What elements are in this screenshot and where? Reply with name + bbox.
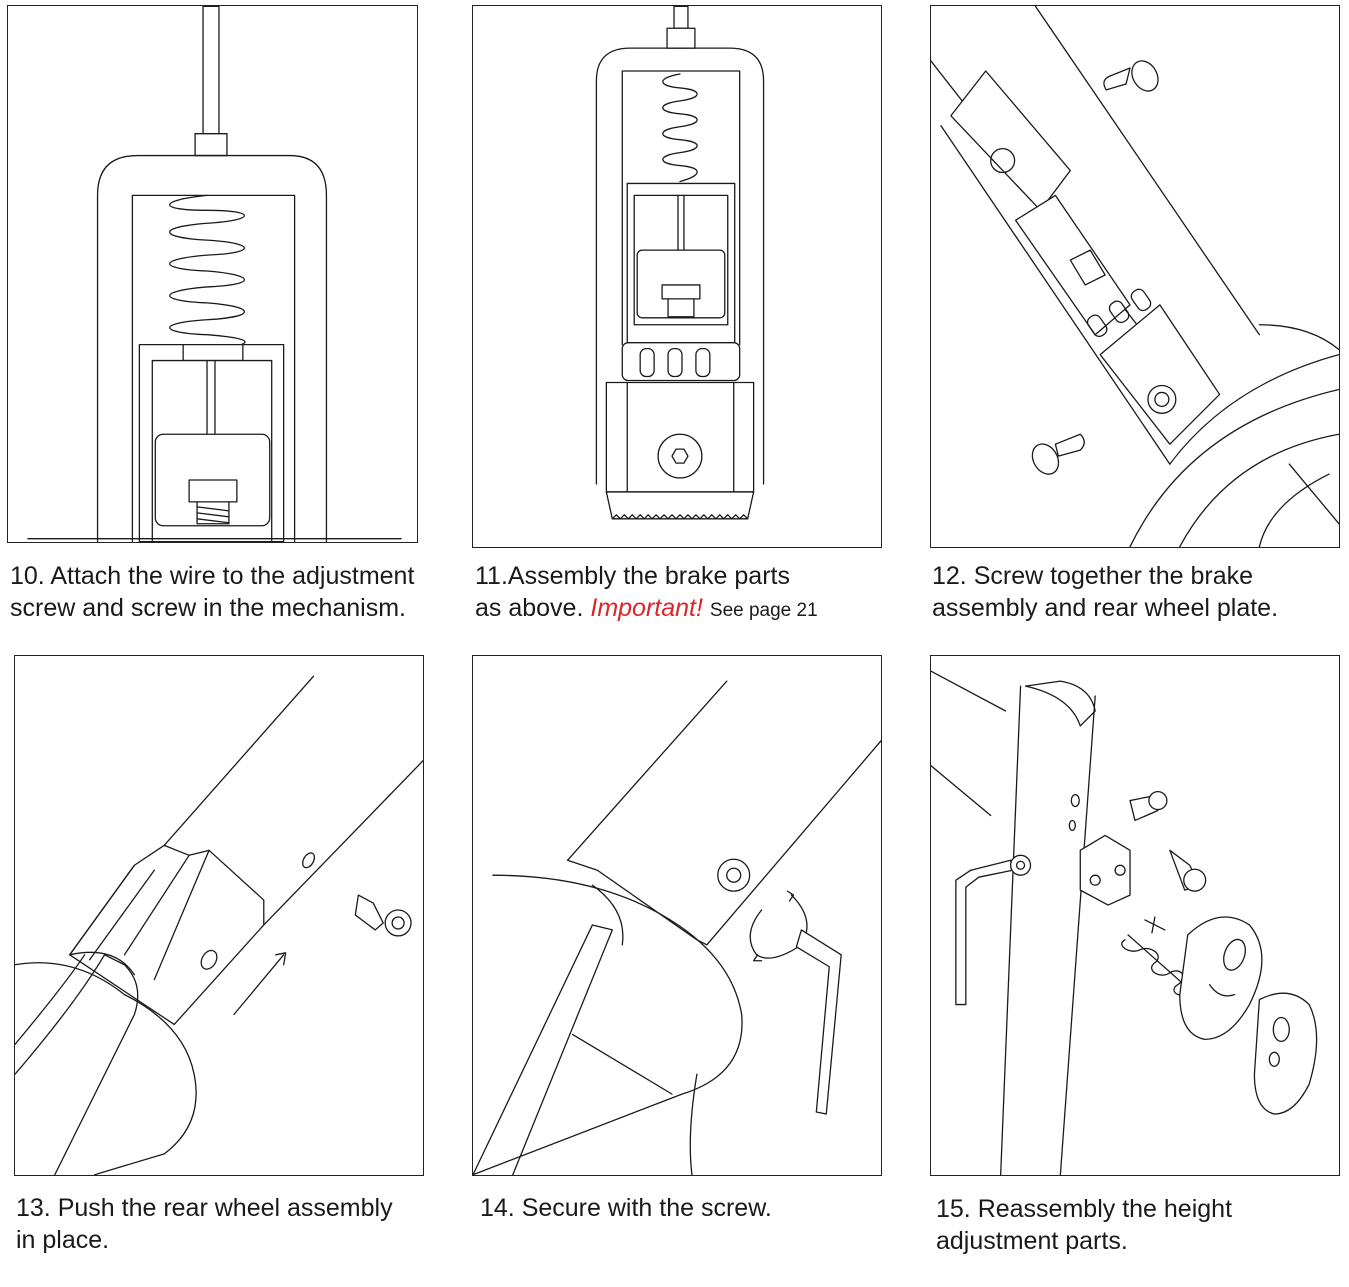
height-adjustment-parts-drawing xyxy=(931,670,1318,1175)
step-11-line-1: 11.Assembly the brake parts xyxy=(475,562,790,590)
step-13-caption: 13. Push the rear wheel assembly in plac… xyxy=(16,1192,436,1256)
step-10-caption: 10. Attach the wire to the adjustment sc… xyxy=(10,560,440,624)
brake-to-wheel-plate-drawing xyxy=(931,6,1339,547)
step-12-line-2: assembly and rear wheel plate. xyxy=(932,594,1279,622)
step-12-line-1: 12. Screw together the brake xyxy=(932,562,1254,590)
step-13-illustration xyxy=(14,655,424,1176)
step-11-line-2: as above. Important! See page 21 xyxy=(475,592,915,627)
step-11-caption: 11.Assembly the brake parts as above. Im… xyxy=(475,560,915,627)
step-15-line-1: 15. Reassembly the height xyxy=(936,1195,1233,1223)
secure-with-screw-drawing xyxy=(473,680,881,1175)
step-12-caption: 12. Screw together the brake assembly an… xyxy=(932,560,1342,624)
step-12-illustration xyxy=(930,5,1340,548)
push-rear-wheel-drawing xyxy=(15,675,423,1175)
step-14-caption: 14. Secure with the screw. xyxy=(480,1192,900,1224)
important-label: Important! xyxy=(590,594,703,622)
step-15-illustration xyxy=(930,655,1340,1176)
step-15-caption: 15. Reassembly the height adjustment par… xyxy=(936,1193,1346,1257)
brake-wire-mechanism-drawing xyxy=(27,6,402,542)
step-14-line-1: 14. Secure with the screw. xyxy=(480,1194,772,1222)
step-15-line-2: adjustment parts. xyxy=(936,1227,1128,1255)
step-11-illustration xyxy=(472,5,882,548)
brake-parts-assembly-drawing xyxy=(595,6,765,520)
step-13-line-1: 13. Push the rear wheel assembly xyxy=(16,1194,393,1222)
see-page-note: See page 21 xyxy=(709,600,818,621)
step-13-line-2: in place. xyxy=(16,1226,110,1254)
step-10-line-1: 10. Attach the wire to the adjustment xyxy=(10,562,415,590)
step-14-illustration xyxy=(472,655,882,1176)
step-10-illustration xyxy=(7,5,418,543)
step-10-line-2: screw and screw in the mechanism. xyxy=(10,594,406,622)
step-11-line-2-text: as above. xyxy=(475,594,584,622)
